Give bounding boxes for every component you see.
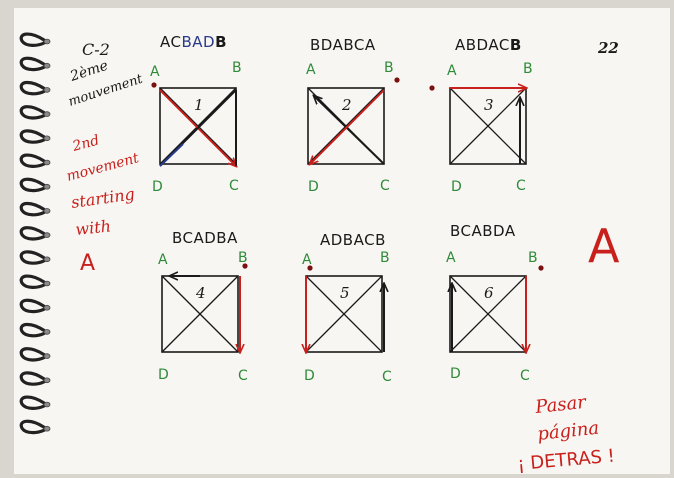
sequence-label: BCADBA xyxy=(172,229,238,247)
corner-label: A xyxy=(447,63,457,79)
diagram-number: 5 xyxy=(340,284,350,302)
corner-label: D xyxy=(308,179,319,195)
start-dot xyxy=(429,85,434,90)
corner-label: C xyxy=(382,369,392,385)
corner-label: B xyxy=(380,250,390,266)
corner-label: D xyxy=(152,179,163,195)
corner-label: A xyxy=(306,62,316,78)
diagram-number: 3 xyxy=(484,96,494,114)
note-label: with xyxy=(74,216,111,239)
corner-label: D xyxy=(450,366,461,382)
corner-label: B xyxy=(232,60,242,76)
corner-label: A xyxy=(446,250,456,266)
sequence-label: ACBADB xyxy=(160,33,227,51)
corner-label: C xyxy=(380,178,390,194)
diagram-number: 4 xyxy=(195,284,206,302)
corner-label: C xyxy=(516,178,526,194)
page-number: 22 xyxy=(597,39,619,57)
sequence-label: ABDACB xyxy=(455,36,522,54)
corner-label: A xyxy=(158,252,168,268)
corner-label: D xyxy=(304,368,315,384)
diagram-number: 2 xyxy=(341,96,352,114)
corner-label: B xyxy=(384,60,394,76)
corner-label: A xyxy=(302,252,312,268)
diagram-number: 1 xyxy=(194,96,204,114)
note-label: A xyxy=(80,251,95,276)
sequence-label: ADBACB xyxy=(320,231,386,249)
start-dot xyxy=(394,77,399,82)
corner-label: D xyxy=(158,367,169,383)
start-dot xyxy=(538,265,543,270)
corner-label: A xyxy=(150,64,160,80)
large-letter: A xyxy=(588,219,620,273)
corner-label: D xyxy=(451,179,462,195)
corner-label: B xyxy=(238,250,248,266)
corner-label: B xyxy=(523,61,533,77)
corner-label: C xyxy=(229,178,239,194)
corner-label: B xyxy=(528,250,538,266)
note-label: C-2 xyxy=(82,40,110,59)
corner-label: C xyxy=(238,368,248,384)
sequence-label: BDABCA xyxy=(310,36,376,54)
diagram-number: 6 xyxy=(484,284,494,302)
start-dot xyxy=(151,82,156,87)
corner-label: C xyxy=(520,368,530,384)
sequence-label: BCABDA xyxy=(450,222,516,240)
